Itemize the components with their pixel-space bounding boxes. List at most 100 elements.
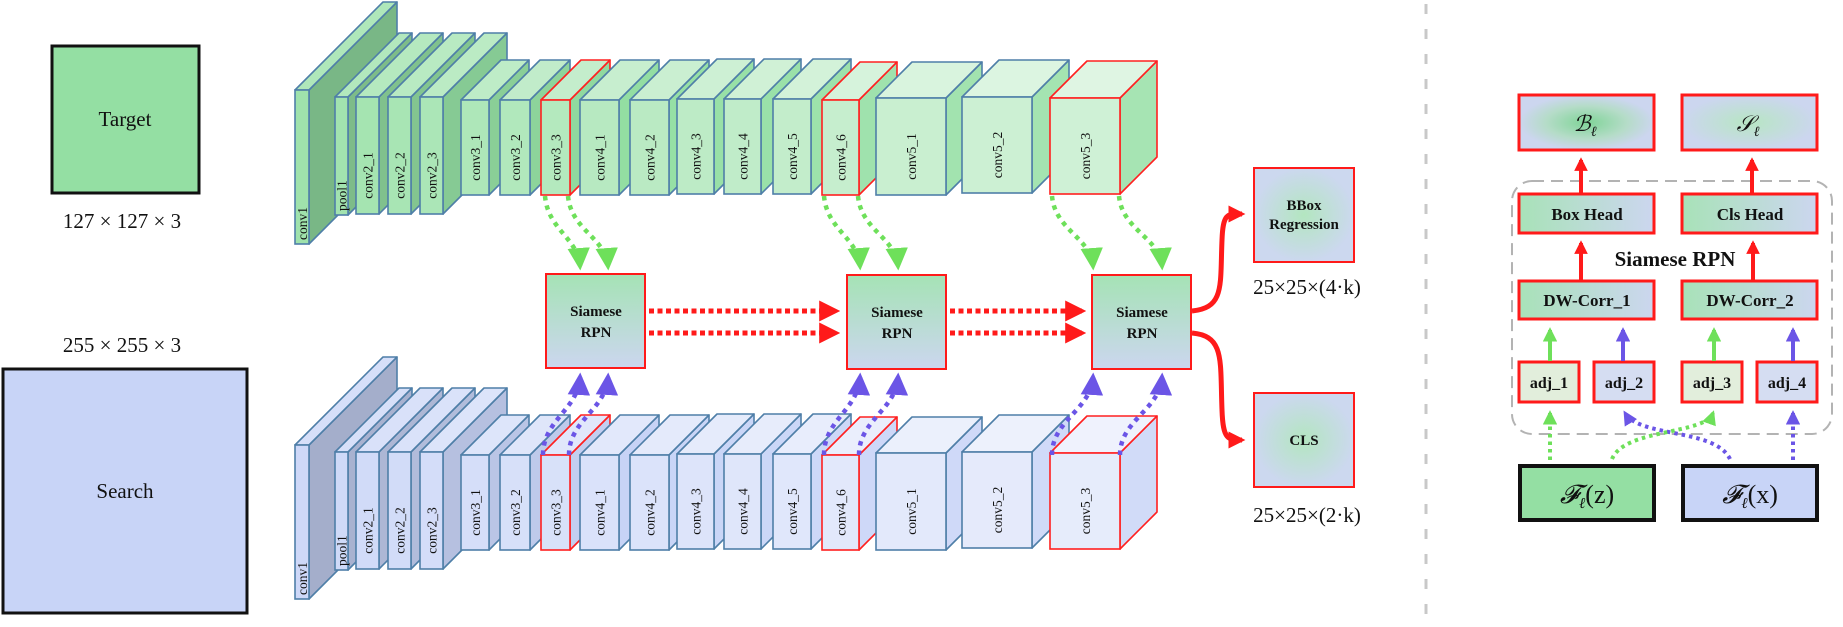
layer-label: conv5_2: [990, 132, 1005, 179]
target-input: Target 127 × 127 × 3: [50, 44, 201, 233]
adj-2-label: adj_2: [1605, 375, 1643, 392]
layer-label: conv2_1: [361, 152, 376, 199]
layer-label: conv4_1: [593, 134, 608, 181]
layer-label: conv4_1: [593, 489, 608, 536]
green-arrow: [855, 195, 908, 271]
layer-label: conv4_6: [834, 489, 849, 536]
adj-1-label: adj_1: [1530, 375, 1568, 392]
search-input: 255 × 255 × 3 Search: [1, 333, 249, 615]
layer-label: conv5_2: [990, 487, 1005, 534]
adj-1-block: adj_1: [1517, 360, 1581, 404]
rpn-block-1: Siamese RPN: [545, 273, 646, 369]
cube-front-face: [419, 451, 444, 570]
template-feature-box: 𝓕ℓ(z): [1518, 464, 1656, 522]
cube-front-face: [499, 99, 531, 196]
cube-front-face: [419, 96, 444, 215]
feature-to-adj-arrows: [1542, 410, 1801, 461]
cube-front-face: [460, 99, 490, 196]
cube-front-face: [387, 451, 412, 570]
fx-arg: (x): [1748, 480, 1778, 509]
layer-label: conv2_2: [393, 152, 408, 199]
layer-label: conv4_4: [736, 488, 751, 535]
layer-label: conv2_1: [361, 507, 376, 554]
layer-label: conv4_2: [643, 134, 658, 181]
cube-front-face: [772, 98, 812, 195]
layer-label: conv5_1: [904, 488, 919, 535]
bbox-line2: Regression: [1269, 217, 1339, 233]
bbox-size: 25×25×(4·k): [1253, 275, 1361, 299]
cube-front-face: [629, 99, 670, 196]
layer-label: conv4_6: [834, 134, 849, 181]
blue-arrow: [1623, 410, 1732, 461]
cube-front-face: [355, 96, 380, 215]
layer-label: conv1: [295, 562, 310, 595]
bbox-line1: BBox: [1286, 198, 1322, 214]
siamese-rpn-group-outline: [1511, 180, 1833, 435]
layer-label: pool1: [335, 535, 350, 566]
cube-front-face: [723, 453, 762, 550]
cls-output-arrow: [1191, 330, 1246, 449]
cube-front-face: [723, 98, 762, 195]
cube-front-face: [355, 451, 380, 570]
cube-front-face: [875, 97, 947, 196]
green-arrow: [542, 195, 590, 271]
cube-front-face: [579, 99, 620, 196]
layer-label: conv5_3: [1078, 488, 1093, 535]
cube-front-face: [772, 453, 812, 550]
rpn-fusion-arrows: [649, 300, 1087, 344]
rpn-output-arrows: [1191, 205, 1246, 449]
template-backbone: conv1 pool1 conv2_1 conv2_2 conv2_3 conv3_1 co…: [294, 1, 1158, 245]
layer-label: conv4_5: [785, 133, 800, 180]
rpn-block-3-line2: RPN: [1127, 326, 1158, 342]
cls-output: CLS 25×25×(2·k): [1253, 392, 1361, 527]
dw-corr-1-label: DW-Corr_1: [1543, 291, 1630, 310]
cube-front-face: [579, 454, 620, 551]
dw-corr-1-block: DW-Corr_1: [1517, 279, 1656, 321]
target-box: [50, 44, 201, 195]
layer-label: conv1: [295, 207, 310, 240]
cube-front-face: [294, 89, 310, 245]
template-feature-arrows: [542, 195, 1172, 271]
svg-text:𝓕ℓ(z): 𝓕ℓ(z): [1560, 480, 1614, 512]
layer-label: conv4_4: [736, 133, 751, 180]
cube-front-face: [676, 98, 715, 195]
layer-label: pool1: [335, 180, 350, 211]
rpn-block-2-line1: Siamese: [871, 305, 923, 321]
head-arrows: [1574, 157, 1760, 280]
rpn-block-3-line1: Siamese: [1116, 305, 1168, 321]
adj-3-label: adj_3: [1693, 375, 1731, 392]
cube-front-face: [821, 99, 860, 196]
siamese-rpn-detail-panel: Siamese RPN ℬℓ 𝒮ℓ Box Head Cls Head DW-C…: [1511, 93, 1833, 522]
dw-corr-2-block: DW-Corr_2: [1680, 279, 1819, 321]
target-size: 127 × 127 × 3: [63, 209, 181, 233]
cube-front-face: [875, 452, 947, 551]
cls-head-block: Cls Head: [1680, 192, 1819, 235]
s-output-box: 𝒮ℓ: [1680, 93, 1819, 152]
bbox-regression-output: BBox Regression 25×25×(4·k): [1253, 167, 1361, 299]
cube-front-face: [499, 454, 531, 551]
cube-front-face: [961, 451, 1033, 549]
s-subscript: ℓ: [1754, 125, 1760, 140]
layer-label: conv5_1: [904, 133, 919, 180]
search-feature-arrows: [540, 372, 1173, 456]
layer-label: conv2_3: [425, 507, 440, 554]
cls-label: CLS: [1289, 433, 1318, 449]
rpn-block-1-line1: Siamese: [570, 304, 622, 320]
cube-front-face: [387, 96, 412, 215]
siamese-rpn-title: Siamese RPN: [1615, 247, 1736, 271]
cube-front-face: [334, 451, 349, 571]
layer-label: conv3_1: [468, 134, 483, 181]
cls-size: 25×25×(2·k): [1253, 503, 1361, 527]
layer-label: conv2_3: [425, 152, 440, 199]
cube-front-face: [676, 453, 715, 550]
adj-to-corr-arrows: [1542, 327, 1801, 361]
layer-label: conv3_1: [468, 489, 483, 536]
rpn-block-3: Siamese RPN: [1091, 274, 1192, 370]
search-label: Search: [96, 479, 154, 503]
blue-arrow: [1117, 372, 1173, 456]
blue-arrow: [566, 372, 619, 456]
fx-subscript: ℓ: [1741, 496, 1747, 512]
rpn-block-2: Siamese RPN: [846, 274, 947, 370]
